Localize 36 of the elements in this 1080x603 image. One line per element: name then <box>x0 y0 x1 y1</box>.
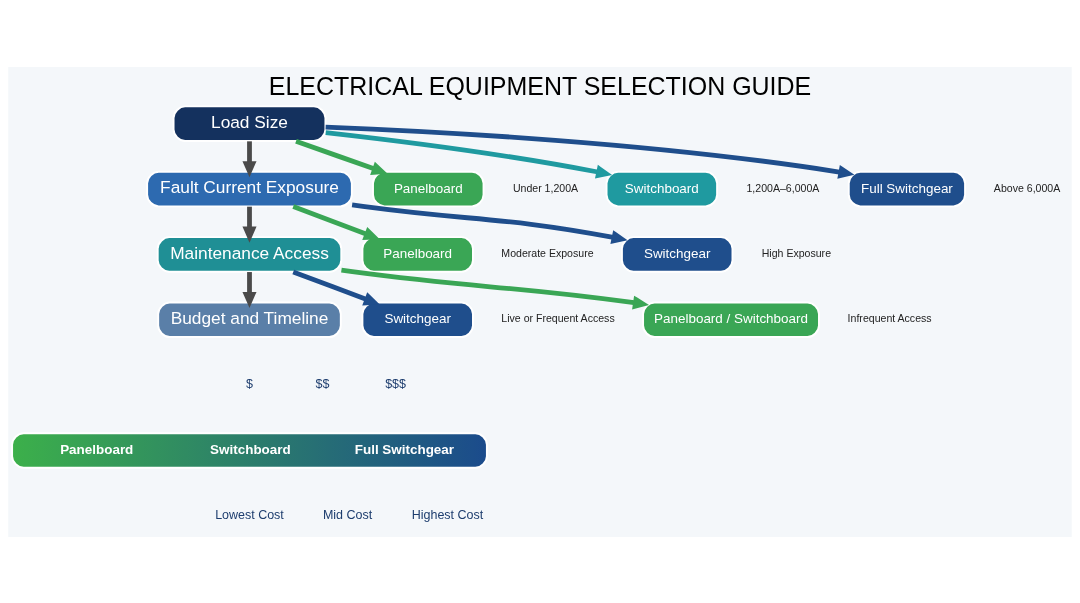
node-label: Infrequent Access <box>847 311 932 324</box>
arrow <box>292 203 380 240</box>
label: Mid Cost <box>322 507 373 522</box>
node-box: Switchgear <box>621 235 734 273</box>
node-box: Fault Current Exposure <box>146 170 353 207</box>
label: Highest Cost <box>411 507 484 522</box>
node-label: Under 1,200A <box>512 181 579 194</box>
node-label: Live or Frequent Access <box>501 311 615 324</box>
arrow <box>242 140 257 177</box>
node-label: 1,200A–6,000A <box>746 181 820 194</box>
diagram-title: ELECTRICAL EQUIPMENT SELECTION GUIDE <box>268 71 812 100</box>
arrow <box>325 129 613 179</box>
label: Lowest Cost <box>215 507 284 522</box>
arrow <box>242 271 257 308</box>
node-box: Panelboard / Switchboard <box>642 301 820 338</box>
arrow <box>295 138 388 175</box>
arrow <box>242 206 257 243</box>
node-label: Moderate Exposure <box>501 246 594 259</box>
node-label: High Exposure <box>761 246 832 259</box>
arrow <box>325 124 855 179</box>
node-box: Switchboard <box>605 170 719 207</box>
node-box: Panelboard <box>372 170 485 207</box>
node-box: Maintenance Access <box>156 235 343 273</box>
node-box: Switchgear <box>361 301 474 338</box>
node-box: Load Size <box>172 104 327 142</box>
label: $$ <box>315 376 330 391</box>
arrow <box>341 267 649 310</box>
arrow <box>292 269 380 305</box>
node-box: Budget and Timeline <box>157 301 342 338</box>
node-box: Panelboard <box>361 235 474 273</box>
node-label: Above 6,000A <box>993 181 1061 194</box>
node-box: Panelboard Switchboard Full Switchgear <box>11 431 488 469</box>
node-box: Full Switchgear <box>847 170 967 207</box>
label: $ <box>246 376 253 391</box>
arrow <box>351 202 628 244</box>
label: $$$ <box>385 376 407 391</box>
